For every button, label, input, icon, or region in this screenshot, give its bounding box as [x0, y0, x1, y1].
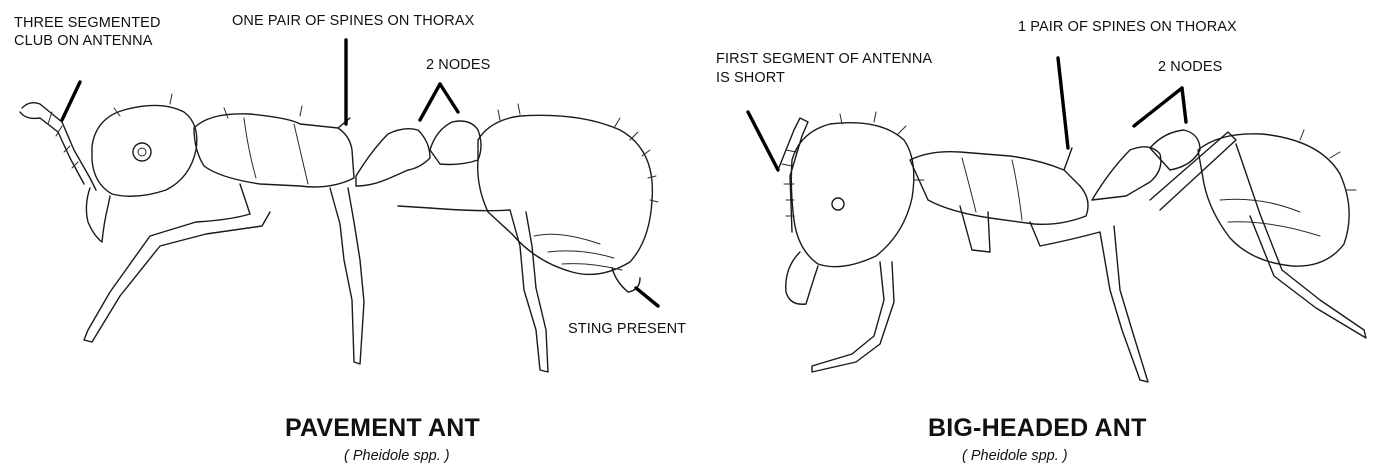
pavement-ant-scientific-name: ( Pheidole spp. ) — [344, 448, 450, 464]
spines-label-right: 1 PAIR OF SPINES ON THORAX — [1018, 18, 1237, 36]
sting-label: STING PRESENT — [568, 320, 686, 338]
antenna-segment-label-line2: IS SHORT — [716, 69, 785, 87]
antenna-club-label-line2: CLUB ON ANTENNA — [14, 32, 152, 50]
pavement-ant-title: PAVEMENT ANT — [285, 414, 480, 443]
nodes-label-right: 2 NODES — [1158, 58, 1222, 76]
antenna-club-label-line1: THREE SEGMENTED — [14, 14, 161, 32]
pavement-ant-drawing — [20, 94, 658, 372]
spines-label-left: ONE PAIR OF SPINES ON THORAX — [232, 12, 474, 30]
antenna-segment-label-line1: FIRST SEGMENT OF ANTENNA — [716, 50, 932, 68]
big-headed-ant-scientific-name: ( Pheidole spp. ) — [962, 448, 1068, 464]
big-headed-ant-drawing — [778, 112, 1366, 382]
nodes-label-left: 2 NODES — [426, 56, 490, 74]
big-headed-ant-title: BIG-HEADED ANT — [928, 414, 1147, 443]
